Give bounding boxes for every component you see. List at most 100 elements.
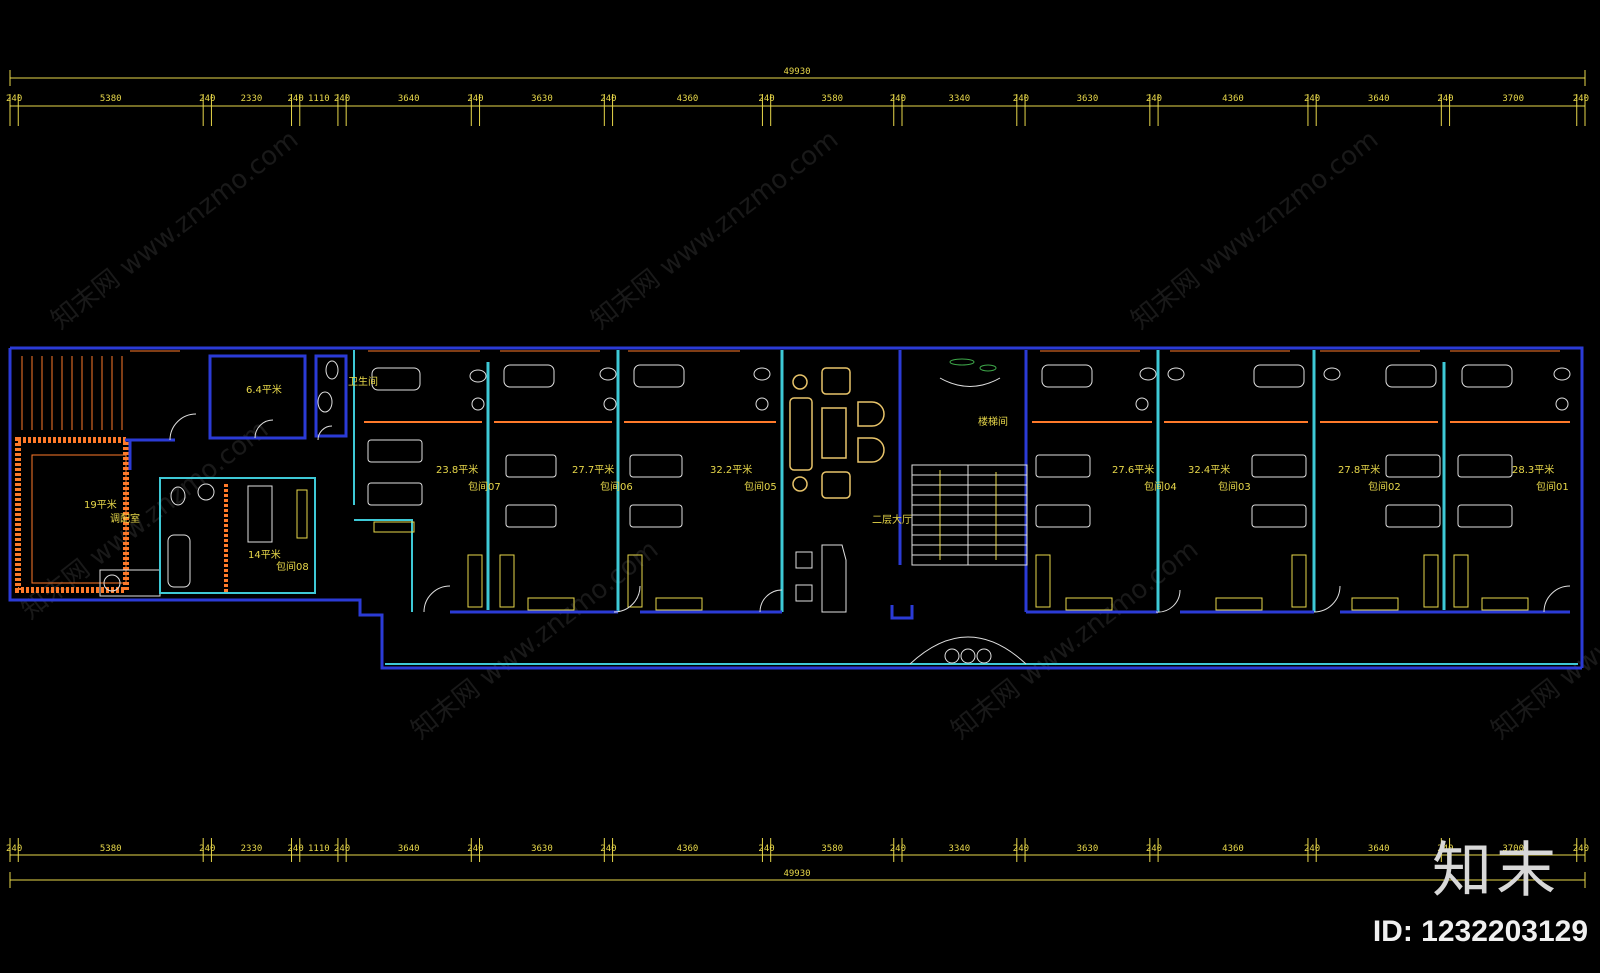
dimension-segment-label: 240 [199, 94, 215, 104]
dimension-segment-label: 240 [1146, 844, 1162, 854]
door-swings [169, 413, 1571, 613]
dimension-segment-label: 3700 [1502, 94, 1524, 104]
dimension-segment-label: 3630 [1077, 94, 1099, 104]
dimension-segment-label: 1110 [308, 844, 330, 854]
dimension-segment-label: 4360 [1222, 94, 1244, 104]
dimension-segment-label: 240 [334, 844, 350, 854]
room-label: 包间04 [1144, 480, 1177, 493]
dimension-segment-label: 240 [600, 844, 616, 854]
watermark-layer: 知末网 www.znzmo.com 知末网 www.znzmo.com 知末网 … [16, 125, 1600, 746]
room-label: 包间02 [1368, 480, 1401, 493]
dimension-segment-label: 240 [1437, 844, 1453, 854]
dimension-line-top: 49930 240 5380 240 2330 240 1110 240 3640 240 363… [6, 67, 1589, 126]
room-area: 6.4平米 [246, 383, 282, 396]
dimension-segment-label: 5380 [100, 94, 122, 104]
room-area: 27.6平米 [1112, 463, 1154, 476]
room-area: 32.4平米 [1188, 463, 1230, 476]
room-label: 包间08 [276, 560, 309, 573]
toilet-fixtures [314, 354, 348, 438]
dimension-segment-label: 3640 [398, 844, 420, 854]
toilets [469, 367, 1571, 411]
stair-hatch-left [21, 356, 123, 430]
dimension-line-bottom: 49930 240 5380 240 2330 240 1110 240 3640 240 363… [6, 838, 1589, 888]
watermark: 知末网 www.znzmo.com [946, 535, 1204, 746]
room-area: 23.8平米 [436, 463, 478, 476]
room-label: 包间05 [744, 480, 777, 493]
dimension-segment-label: 3340 [949, 844, 971, 854]
dimension-segment-label: 240 [1437, 94, 1453, 104]
dimension-segment-label: 4360 [1222, 844, 1244, 854]
dimension-segment-label: 240 [467, 94, 483, 104]
staircase [911, 358, 1028, 566]
dimension-segment-label: 5380 [100, 844, 122, 854]
room-front-walls [450, 350, 1570, 620]
room-area: 27.8平米 [1338, 463, 1380, 476]
dimension-segment-label: 240 [6, 844, 22, 854]
room-label: 包间03 [1218, 480, 1251, 493]
room-small-walls [208, 354, 307, 440]
bathtubs [371, 364, 1513, 391]
dimension-total: 49930 [783, 67, 810, 77]
dimension-segment-label: 3630 [531, 94, 553, 104]
cabinets [373, 521, 1529, 611]
image-id: ID: 1232203129 [1372, 915, 1588, 948]
dimension-segment-label: 4360 [677, 94, 699, 104]
dimension-ticks: 240 5380 240 2330 240 1110 240 3640 240 3630 240 43… [6, 94, 1589, 126]
massage-beds [367, 439, 1513, 528]
dimension-segment-label: 240 [1304, 844, 1320, 854]
building-walls [8, 346, 1584, 670]
dimension-segment-label: 240 [1013, 844, 1029, 854]
room-label: 二层大厅 [872, 513, 912, 526]
dimension-segment-label: 240 [1304, 94, 1320, 104]
room-08-walls [159, 477, 316, 594]
room-area: 32.2平米 [710, 463, 752, 476]
dimension-segment-label: 240 [1146, 94, 1162, 104]
dimension-segment-label: 3700 [1502, 844, 1524, 854]
dimension-segment-label: 240 [467, 844, 483, 854]
dimension-segment-label: 240 [890, 844, 906, 854]
dimension-ticks: 240 5380 240 2330 240 1110 240 3640 240 3630 240 43… [6, 838, 1589, 862]
dimension-segment-label: 240 [758, 844, 774, 854]
watermark: 知末网 www.znzmo.com [46, 125, 304, 336]
room-label: 卫生间 [348, 375, 378, 388]
room-labels: 19平米 调配室 6.4平米 卫生间 14平米 包间08 23.8平米 包间07… [84, 375, 1569, 573]
dimension-segment-label: 1110 [308, 94, 330, 104]
dimension-segment-label: 240 [890, 94, 906, 104]
room-area: 27.7平米 [572, 463, 614, 476]
dimension-segment-label: 4360 [677, 844, 699, 854]
dimension-segment-label: 3640 [398, 94, 420, 104]
watermark: 知末网 www.znzmo.com [586, 125, 844, 336]
dimension-segment-label: 3630 [1077, 844, 1099, 854]
watermark: 知末网 www.znzmo.com [1126, 125, 1384, 336]
dimension-segment-label: 240 [199, 844, 215, 854]
room-label: 调配室 [110, 512, 140, 525]
room-label: 包间01 [1536, 480, 1569, 493]
dimension-segment-label: 240 [288, 844, 304, 854]
dimension-segment-label: 2330 [241, 844, 263, 854]
dimension-segment-label: 3630 [531, 844, 553, 854]
brand-logo: 知末 [1432, 836, 1560, 906]
dimension-segment-label: 240 [1013, 94, 1029, 104]
entrance-door [909, 636, 1027, 665]
lobby-sofa-set [789, 367, 885, 499]
dimension-segment-label: 240 [288, 94, 304, 104]
dimension-segment-label: 240 [6, 94, 22, 104]
dimension-segment-label: 3640 [1368, 94, 1390, 104]
room-label: 楼梯间 [978, 415, 1008, 428]
dimension-segment-label: 3580 [821, 844, 843, 854]
dimension-segment-label: 3640 [1368, 844, 1390, 854]
room-label: 包间06 [600, 480, 633, 493]
dimension-segment-label: 2330 [241, 94, 263, 104]
dimension-segment-label: 3340 [949, 94, 971, 104]
room-label: 包间07 [468, 480, 501, 493]
room-tiaopei-walls [15, 437, 175, 597]
room-area: 14平米 [248, 548, 281, 561]
dimension-segment-label: 240 [1573, 844, 1589, 854]
dimension-segment-label: 240 [600, 94, 616, 104]
corridor-line [353, 350, 1578, 665]
dimension-total: 49930 [783, 869, 810, 879]
room-area: 28.3平米 [1512, 463, 1554, 476]
dimension-segment-label: 240 [1573, 94, 1589, 104]
dimension-segment-label: 240 [334, 94, 350, 104]
